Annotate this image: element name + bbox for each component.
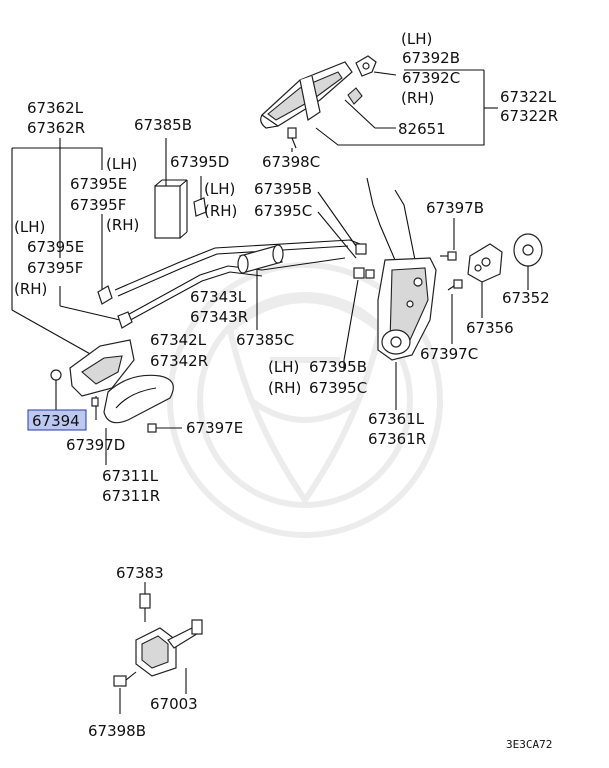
label-67361l[interactable]: 67361L — [368, 410, 425, 428]
label-67361r[interactable]: 67361R — [368, 430, 426, 448]
screw-67397b[interactable] — [440, 251, 457, 261]
label-67395f[interactable]: 67395F — [27, 259, 83, 277]
label-67311r[interactable]: 67311R — [102, 487, 160, 505]
rod-67342[interactable] — [121, 257, 346, 324]
label-67395d-rh: (RH) — [204, 202, 237, 220]
label-67003[interactable]: 67003 — [150, 695, 198, 713]
label-67395b-top[interactable]: 67395B — [254, 180, 312, 198]
label-67395b-lh: (LH) — [268, 358, 299, 376]
label-67398b[interactable]: 67398B — [88, 722, 146, 740]
label-67342l[interactable]: 67342L — [150, 331, 207, 349]
label-67398c[interactable]: 67398C — [262, 153, 320, 171]
label-67322l[interactable]: 67322L — [500, 88, 557, 106]
watermark-emblem — [167, 262, 443, 538]
door-latch-67361[interactable] — [377, 257, 437, 361]
label-67311l[interactable]: 67311L — [102, 467, 159, 485]
label-67395e[interactable]: 67395E — [27, 238, 84, 256]
striker-67356[interactable] — [467, 243, 503, 283]
handle-bracket-67394[interactable] — [50, 339, 135, 397]
label-67392-lh: (LH) — [401, 30, 432, 48]
label-67395f-rh-top: (RH) — [106, 216, 139, 234]
label-67397b[interactable]: 67397B — [426, 199, 484, 217]
label-67383[interactable]: 67383 — [116, 564, 164, 582]
label-67356[interactable]: 67356 — [466, 319, 514, 337]
clip-67395d[interactable] — [193, 176, 207, 217]
clip-67395e-upper[interactable] — [97, 285, 113, 305]
label-67392-rh: (RH) — [401, 89, 434, 107]
door-checker-67003[interactable] — [135, 619, 203, 677]
handle-cap-clip[interactable] — [355, 55, 377, 77]
label-67395c-rh: (RH) — [268, 379, 301, 397]
label-67395e-lh-top: (LH) — [106, 155, 137, 173]
label-67395e-lh: (LH) — [14, 218, 45, 236]
label-67397c[interactable]: 67397C — [420, 345, 478, 363]
label-67392b[interactable]: 67392B — [402, 49, 460, 67]
label-67385b[interactable]: 67385B — [134, 116, 192, 134]
highlight-box-67394 — [27, 409, 87, 431]
label-67397e[interactable]: 67397E — [186, 419, 243, 437]
bolt-67398b[interactable] — [113, 671, 137, 687]
label-67395d-lh: (LH) — [204, 180, 235, 198]
label-67322r[interactable]: 67322R — [500, 107, 558, 125]
label-82651[interactable]: 82651 — [398, 120, 446, 138]
screw-67397c[interactable] — [447, 279, 463, 291]
clip-67395b-upper[interactable] — [355, 243, 367, 255]
label-67394[interactable]: 67394 — [32, 412, 80, 430]
pad-67385b[interactable] — [154, 179, 188, 239]
label-67352[interactable]: 67352 — [502, 289, 550, 307]
label-67395f-top[interactable]: 67395F — [70, 196, 126, 214]
damper-67385c[interactable] — [237, 244, 284, 274]
label-67395c[interactable]: 67395C — [309, 379, 367, 397]
screw-67397d[interactable] — [91, 397, 99, 407]
clip-67395e-lower[interactable] — [117, 311, 133, 329]
label-67343l[interactable]: 67343L — [190, 288, 247, 306]
inside-handle-67311[interactable] — [103, 374, 174, 424]
outside-handle-assembly[interactable] — [260, 61, 353, 129]
label-67362r[interactable]: 67362R — [27, 119, 85, 137]
screw-67397e[interactable] — [147, 423, 157, 433]
label-67392c[interactable]: 67392C — [402, 69, 460, 87]
label-67395e-top[interactable]: 67395E — [70, 175, 127, 193]
label-67343r[interactable]: 67343R — [190, 308, 248, 326]
label-67342r[interactable]: 67342R — [150, 352, 208, 370]
checker-pin-67383[interactable] — [139, 593, 151, 622]
label-67397d[interactable]: 67397D — [66, 436, 125, 454]
rod-upper-latch[interactable] — [366, 177, 416, 261]
clip-67395b-lower[interactable] — [353, 267, 375, 279]
screw-67398c[interactable] — [287, 127, 297, 149]
diagram-code: 3E3CA72 — [506, 738, 552, 751]
label-67395f-rh: (RH) — [14, 280, 47, 298]
label-67395d[interactable]: 67395D — [170, 153, 229, 171]
shim-67352[interactable] — [513, 233, 543, 267]
label-67395b[interactable]: 67395B — [309, 358, 367, 376]
label-67362l[interactable]: 67362L — [27, 99, 84, 117]
label-67385c[interactable]: 67385C — [236, 331, 294, 349]
handle-pad-82651[interactable] — [347, 87, 363, 105]
label-67395c-top[interactable]: 67395C — [254, 202, 312, 220]
